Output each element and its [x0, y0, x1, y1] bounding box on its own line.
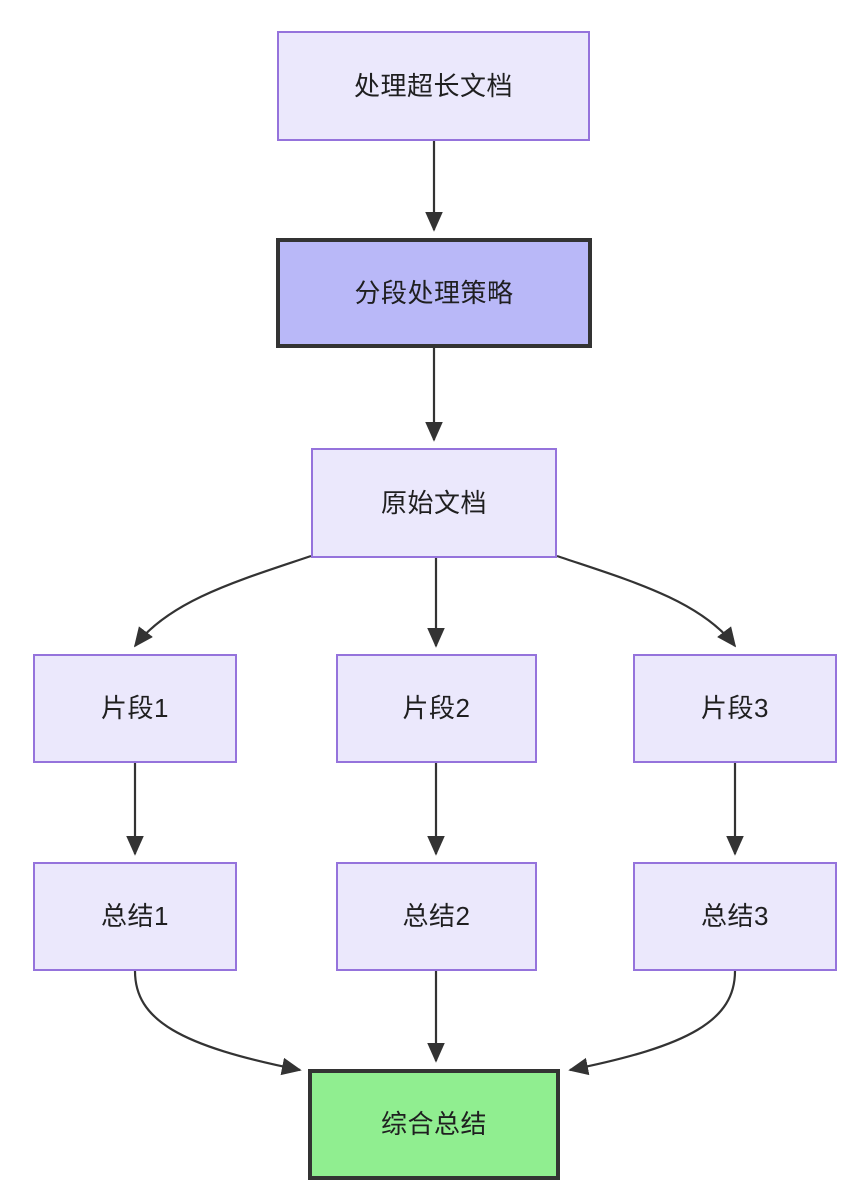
node-segment-1[interactable]: 片段1 — [33, 654, 237, 763]
node-label: 片段3 — [701, 693, 769, 724]
edge-n3-to-n6 — [556, 554, 737, 648]
node-label: 总结1 — [101, 901, 169, 932]
node-label: 片段1 — [101, 693, 169, 724]
node-combined-summary[interactable]: 综合总结 — [308, 1069, 560, 1180]
node-label: 处理超长文档 — [353, 70, 513, 101]
node-chunking-strategy[interactable]: 分段处理策略 — [276, 238, 592, 348]
node-label: 综合总结 — [380, 1109, 487, 1140]
node-summary-3[interactable]: 总结3 — [633, 862, 837, 971]
node-label: 总结2 — [402, 901, 471, 932]
node-summary-2[interactable]: 总结2 — [336, 862, 537, 971]
node-label: 分段处理策略 — [354, 277, 514, 308]
node-summary-1[interactable]: 总结1 — [33, 862, 237, 971]
node-original-document[interactable]: 原始文档 — [311, 448, 557, 558]
node-label: 总结3 — [701, 901, 769, 932]
node-label: 原始文档 — [380, 487, 487, 518]
node-label: 片段2 — [402, 693, 471, 724]
node-segment-2[interactable]: 片段2 — [336, 654, 537, 763]
edge-n9-to-n10 — [568, 970, 737, 1076]
edge-n7-to-n10 — [133, 970, 302, 1076]
node-segment-3[interactable]: 片段3 — [633, 654, 837, 763]
edge-n3-to-n4 — [133, 554, 312, 648]
node-process-long-document[interactable]: 处理超长文档 — [277, 31, 590, 141]
